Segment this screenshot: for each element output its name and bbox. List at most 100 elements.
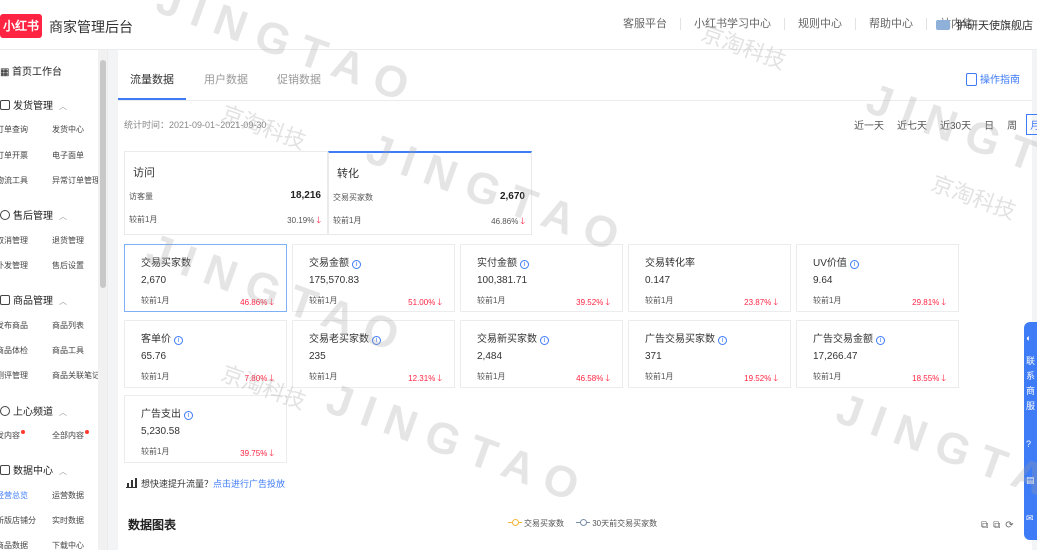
sidebar-sub-review[interactable]: 测评管理	[0, 371, 28, 380]
info-icon[interactable]: i	[184, 411, 193, 420]
metric-value: 0.147	[645, 275, 671, 286]
arrow-down-icon: 🡓	[437, 373, 442, 383]
info-icon[interactable]: i	[876, 336, 885, 345]
promo-bar: 想快速提升流量？点击进行广告投放	[126, 477, 285, 490]
sidebar-sub-post[interactable]: 发内容	[0, 430, 25, 441]
sidebar-sub-checkup[interactable]: 商品体检	[0, 346, 28, 355]
float-headset-icon: ◐	[1026, 333, 1032, 343]
sidebar-sub-abnormal[interactable]: 异常订单管理	[52, 176, 100, 185]
sidebar-sub-order-query[interactable]: 订单查询	[0, 125, 28, 134]
sidebar-scroll-thumb[interactable]	[100, 60, 106, 288]
sidebar-group-aftersale[interactable]: 售后管理︿	[0, 207, 67, 222]
copy-alt-icon[interactable]: ⧉	[993, 520, 1001, 531]
tab-users[interactable]: 用户数据	[204, 74, 248, 86]
metric-title-text: 广告交易金额	[813, 334, 873, 345]
range-week[interactable]: 周	[1007, 121, 1018, 132]
chevron-up-icon: ︿	[59, 297, 67, 306]
card-value: 2,670	[499, 191, 525, 202]
sidebar-sub-invoice[interactable]: 订单开票	[0, 151, 28, 160]
sidebar-sub-aftersale-settings[interactable]: 售后设置	[52, 261, 84, 270]
promo-link[interactable]: 点击进行广告投放	[213, 479, 286, 489]
contact-service-float[interactable]: ◐ 联 系 商 服 ? ▤ ✉	[1024, 322, 1037, 540]
range-day[interactable]: 日	[984, 121, 995, 132]
arrow-down-icon: 🡓	[773, 373, 778, 383]
tab-bar: 流量数据 用户数据 促销数据 操作指南	[118, 50, 1032, 101]
card-compare: 较前1月	[129, 215, 158, 224]
info-icon[interactable]: i	[520, 260, 529, 269]
metric-pct-text: 7.80%	[244, 374, 268, 383]
topnav-rules[interactable]: 规则中心	[785, 18, 856, 30]
sidebar-sub-ship-center[interactable]: 发货中心	[52, 125, 84, 134]
store-switcher[interactable]: 护研天使旗舰店 ▼	[936, 17, 1037, 33]
info-icon[interactable]: i	[372, 336, 381, 345]
summary-card-conversion[interactable]: 转化 交易买家数 2,670 较前1月 46.86%🡓	[328, 151, 532, 235]
sidebar-sub-return[interactable]: 退货管理	[52, 236, 84, 245]
float-doc-icon: ▤	[1026, 475, 1035, 485]
card-pct: 46.86%🡓	[491, 214, 525, 230]
refresh-icon[interactable]: ⟳	[1005, 520, 1014, 531]
arrow-down-icon: 🡓	[520, 216, 525, 226]
info-icon[interactable]: i	[352, 260, 361, 269]
metric-pct-text: 39.52%	[576, 298, 604, 307]
channel-icon	[0, 406, 10, 416]
brand-logo[interactable]: 小红书	[0, 14, 42, 38]
sidebar-sub-realtime[interactable]: 实时数据	[52, 516, 84, 525]
metric-title-text: UV价值	[813, 258, 847, 269]
info-icon[interactable]: i	[174, 336, 183, 345]
sidebar-sub-cancel[interactable]: 取消管理	[0, 236, 28, 245]
topnav-learning[interactable]: 小红书学习中心	[681, 18, 785, 30]
legend-item-buyers[interactable]: 交易买家数	[508, 518, 564, 529]
sidebar-item-home[interactable]: ▦首页工作台	[0, 63, 62, 78]
metric-title-text: 广告交易买家数	[645, 334, 715, 345]
legend-item-buyers-30d[interactable]: 30天前交易买家数	[576, 518, 657, 529]
sidebar-group-data[interactable]: 数据中心︿	[0, 462, 67, 477]
sidebar-sub-product-data[interactable]: 商品数据	[0, 541, 28, 550]
sidebar-group-products[interactable]: 商品管理︿	[0, 292, 67, 307]
tab-traffic[interactable]: 流量数据	[130, 74, 174, 86]
tab-promotion[interactable]: 促销数据	[277, 74, 321, 86]
sidebar-group-shipping[interactable]: 发货管理︿	[0, 97, 67, 112]
info-icon[interactable]: i	[540, 336, 549, 345]
metric-pct: 29.81%🡓	[912, 295, 946, 311]
sidebar-sub-logistics[interactable]: 物流工具	[0, 176, 28, 185]
range-1d[interactable]: 近一天	[854, 121, 884, 132]
sidebar-sub-product-tools[interactable]: 商品工具	[52, 346, 84, 355]
sidebar-sub-overview[interactable]: 经营总览	[0, 491, 28, 500]
legend-label: 交易买家数	[524, 519, 564, 528]
sidebar-sub-publish[interactable]: 发布商品	[0, 321, 28, 330]
topnav-help[interactable]: 帮助中心	[856, 18, 927, 30]
guide-link[interactable]: 操作指南	[966, 71, 1020, 86]
sidebar-sub-ops-data[interactable]: 运营数据	[52, 491, 84, 500]
sidebar-sub-waybill[interactable]: 电子面单	[52, 151, 84, 160]
sidebar-sub-product-list[interactable]: 商品列表	[52, 321, 84, 330]
sidebar-sub-reship[interactable]: 补发管理	[0, 261, 28, 270]
sidebar-group-channel[interactable]: 上心频道︿	[0, 403, 67, 418]
sidebar-scrollbar[interactable]	[98, 50, 107, 550]
range-30d[interactable]: 近30天	[940, 121, 972, 132]
range-month[interactable]: 月	[1026, 114, 1037, 135]
topnav-service[interactable]: 客服平台	[610, 18, 681, 30]
sidebar-sub-all-content[interactable]: 全部内容	[52, 430, 89, 441]
copy-icon[interactable]: ⧉	[981, 520, 989, 531]
sidebar-sub-store-score[interactable]: 新版店铺分	[0, 516, 36, 525]
chart-title: 数据图表	[128, 518, 177, 532]
info-icon[interactable]: i	[718, 336, 727, 345]
range-7d[interactable]: 近七天	[897, 121, 927, 132]
summary-card-visit[interactable]: 访问 访客量 18,216 较前1月 30.19%🡓	[124, 151, 328, 235]
sidebar-sub-download[interactable]: 下载中心	[52, 541, 84, 550]
info-icon[interactable]: i	[849, 260, 859, 269]
sub-label: 全部内容	[52, 431, 84, 440]
